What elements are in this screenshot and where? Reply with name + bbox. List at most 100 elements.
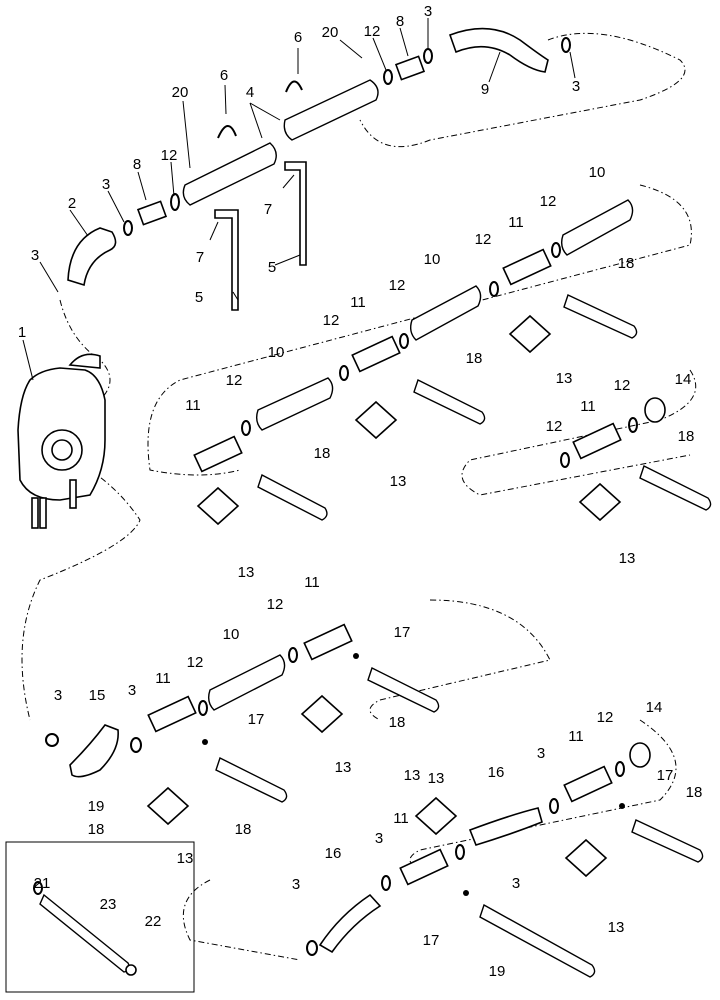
callout-3: 3	[572, 78, 580, 95]
brackets	[214, 161, 307, 311]
callout-5: 5	[195, 289, 203, 306]
callout-6: 6	[220, 67, 228, 84]
u-bolts	[217, 80, 303, 139]
callout-12: 12	[546, 418, 563, 435]
elbow-hose-2	[67, 227, 117, 287]
callout-11: 11	[393, 810, 409, 827]
callout-10: 10	[424, 251, 441, 268]
callout-13: 13	[335, 759, 352, 776]
callout-11: 11	[155, 670, 171, 687]
callout-5: 5	[268, 259, 276, 276]
callout-15: 15	[89, 687, 106, 704]
callout-12: 12	[364, 23, 381, 40]
hoses-16	[318, 807, 543, 954]
callout-3: 3	[31, 247, 39, 264]
diamond-plates	[146, 314, 622, 878]
callout-13: 13	[428, 770, 445, 787]
callout-17: 17	[423, 932, 440, 949]
callout-17: 17	[657, 767, 674, 784]
callout-11: 11	[185, 397, 201, 414]
callout-3: 3	[102, 176, 110, 193]
callout-12: 12	[389, 277, 406, 294]
callout-7: 7	[196, 249, 204, 266]
elbow-hose-9	[448, 27, 549, 73]
callout-11: 11	[568, 728, 584, 745]
adapter-sleeves	[629, 397, 666, 768]
callout-22: 22	[145, 913, 162, 930]
callout-4: 4	[246, 84, 254, 101]
callout-1: 1	[18, 324, 26, 341]
manifold-tees	[147, 248, 622, 886]
callout-18: 18	[235, 821, 252, 838]
inset-box	[5, 841, 195, 993]
inset-callout-18: 18	[88, 821, 105, 838]
callout-12: 12	[323, 312, 340, 329]
plugs	[202, 653, 625, 896]
callout-3: 3	[292, 876, 300, 893]
callout-16: 16	[325, 845, 342, 862]
elbow-hose-15	[69, 724, 119, 778]
callout-3: 3	[512, 875, 520, 892]
callout-10: 10	[589, 164, 606, 181]
callout-17: 17	[248, 711, 265, 728]
callout-3: 3	[54, 687, 62, 704]
callouts: 1 2 3 3 8 12 20 6 4 6 20 12 8 3 9 3 7 7 …	[18, 3, 703, 980]
callout-12: 12	[597, 709, 614, 726]
callout-13: 13	[608, 919, 625, 936]
callout-13: 13	[390, 473, 407, 490]
callout-7: 7	[264, 201, 272, 218]
callout-12: 12	[475, 231, 492, 248]
callout-11: 11	[350, 294, 366, 311]
clamp-rings	[45, 37, 638, 956]
callout-11: 11	[304, 574, 320, 591]
callout-13: 13	[619, 550, 636, 567]
callout-18: 18	[686, 784, 703, 801]
inset-parts	[33, 881, 137, 976]
callout-20: 20	[322, 24, 339, 41]
callout-20: 20	[172, 84, 189, 101]
callout-3: 3	[375, 830, 383, 847]
callout-11: 11	[580, 398, 596, 415]
callout-3: 3	[128, 682, 136, 699]
callout-10: 10	[223, 626, 240, 643]
blower-housing-part	[17, 353, 106, 529]
callout-23: 23	[100, 896, 117, 913]
callout-9: 9	[481, 81, 489, 98]
callout-14: 14	[675, 371, 692, 388]
callout-13: 13	[177, 850, 194, 867]
couplers	[136, 55, 426, 226]
callout-21: 21	[34, 875, 51, 892]
callout-12: 12	[267, 596, 284, 613]
callout-18: 18	[389, 714, 406, 731]
nozzle-tubes	[215, 294, 712, 978]
callout-12: 12	[226, 372, 243, 389]
callout-18: 18	[678, 428, 695, 445]
callout-17: 17	[394, 624, 411, 641]
straight-tubes	[207, 199, 634, 711]
callout-14: 14	[646, 699, 663, 716]
callout-12: 12	[187, 654, 204, 671]
callout-10: 10	[268, 344, 285, 361]
callout-18: 18	[314, 445, 331, 462]
callout-12: 12	[161, 147, 178, 164]
callout-3: 3	[424, 3, 432, 20]
callout-13: 13	[404, 767, 421, 784]
callout-12: 12	[540, 193, 557, 210]
leader-lines	[22, 18, 576, 381]
callout-18: 18	[466, 350, 483, 367]
top-pipes	[182, 79, 379, 206]
callout-8: 8	[133, 156, 141, 173]
callout-2: 2	[68, 195, 76, 212]
callout-12: 12	[614, 377, 631, 394]
callout-8: 8	[396, 13, 404, 30]
callout-13: 13	[238, 564, 255, 581]
callout-19: 19	[489, 963, 506, 980]
callout-6: 6	[294, 29, 302, 46]
callout-16: 16	[488, 764, 505, 781]
callout-3: 3	[537, 745, 545, 762]
callout-18: 18	[618, 255, 635, 272]
inset-callout-19: 19	[88, 798, 105, 815]
callout-11: 11	[508, 214, 524, 231]
callout-13: 13	[556, 370, 573, 387]
